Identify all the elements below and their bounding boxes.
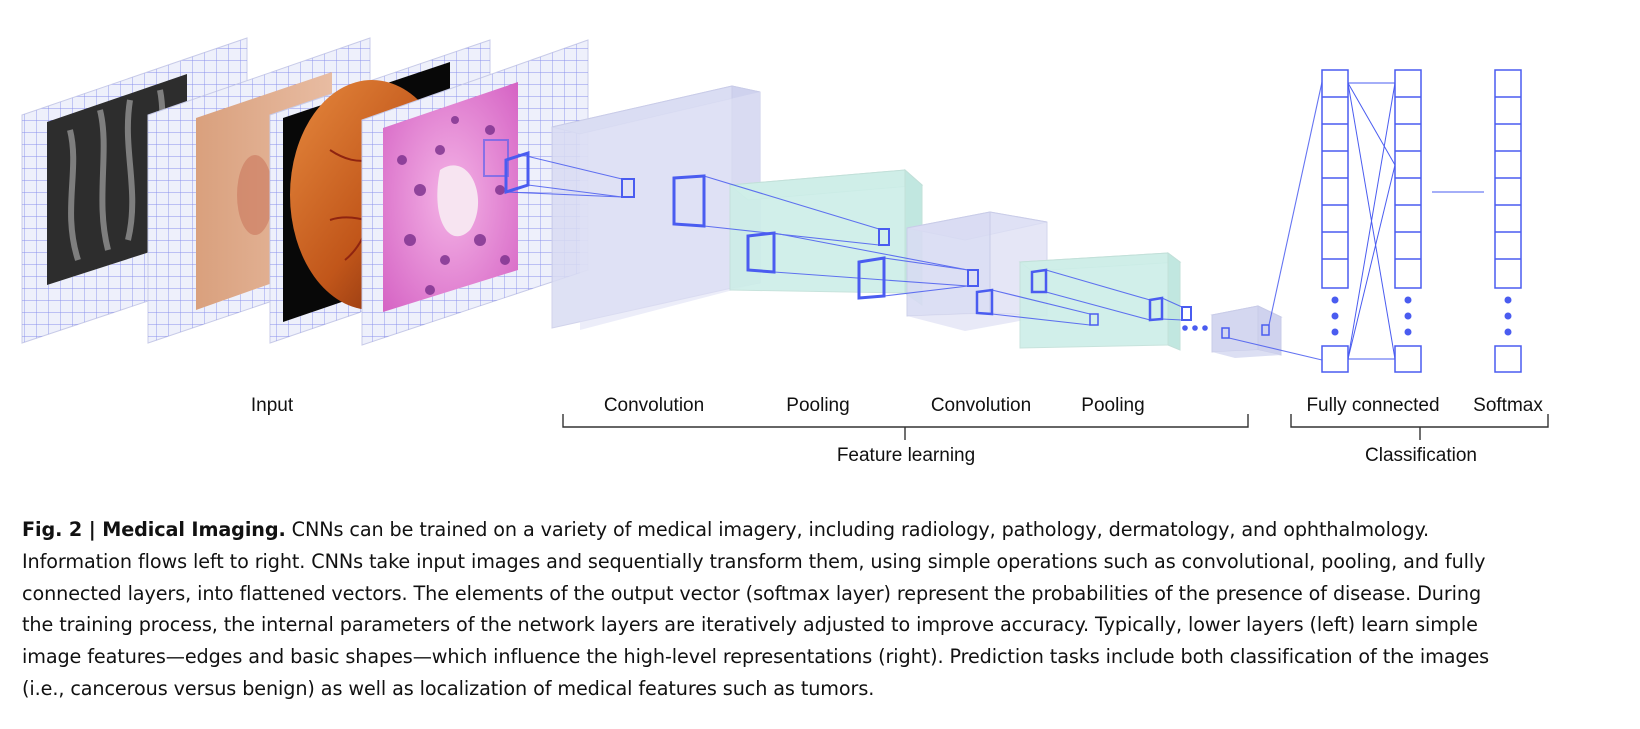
input-panel-pathology bbox=[361, 39, 589, 346]
caption-line-1-text: CNNs can be trained on a variety of medi… bbox=[285, 518, 1430, 541]
layer-ellipsis-dots bbox=[1331, 296, 1512, 336]
caption-line-1: Fig. 2 | Medical Imaging. CNNs can be tr… bbox=[22, 514, 1622, 546]
label-pooling-2: Pooling bbox=[1081, 395, 1144, 416]
ellipsis-dots bbox=[1182, 325, 1208, 331]
input-image-stack bbox=[21, 37, 589, 346]
label-convolution-2: Convolution bbox=[931, 395, 1031, 416]
label-feature-learning: Feature learning bbox=[837, 445, 975, 466]
pool-block-2 bbox=[975, 252, 1192, 351]
label-convolution-1: Convolution bbox=[604, 395, 704, 416]
label-classification: Classification bbox=[1365, 445, 1477, 466]
caption-line-5: image features—edges and basic shapes—wh… bbox=[22, 645, 1490, 669]
label-pooling-1: Pooling bbox=[786, 395, 849, 416]
figure-caption: Fig. 2 | Medical Imaging. CNNs can be tr… bbox=[22, 514, 1622, 705]
fully-connected-layer-2 bbox=[1394, 69, 1422, 373]
bracket-feature-learning bbox=[562, 414, 1249, 440]
dense-connections bbox=[1347, 82, 1484, 360]
caption-prefix: Fig. 2 | Medical Imaging. bbox=[22, 518, 286, 541]
diagram-canvas: Input Convolution Pooling Convolution Po… bbox=[21, 37, 1549, 466]
label-fully-connected: Fully connected bbox=[1306, 395, 1439, 416]
caption-line-4: the training process, the internal param… bbox=[22, 613, 1478, 637]
conv-block-1 bbox=[551, 85, 761, 330]
connection-lines bbox=[505, 81, 1323, 361]
caption-line-2: Information flows left to right. CNNs ta… bbox=[22, 549, 1486, 573]
label-input: Input bbox=[251, 395, 294, 416]
softmax-layer bbox=[1494, 69, 1522, 373]
caption-line-3: connected layers, into flattened vectors… bbox=[22, 581, 1482, 605]
final-feature-block bbox=[1210, 305, 1283, 358]
bracket-classification bbox=[1290, 414, 1549, 440]
label-softmax: Softmax bbox=[1473, 395, 1543, 416]
fully-connected-layer-1 bbox=[1321, 69, 1349, 373]
caption-line-6: (i.e., cancerous versus benign) as well … bbox=[22, 676, 875, 700]
